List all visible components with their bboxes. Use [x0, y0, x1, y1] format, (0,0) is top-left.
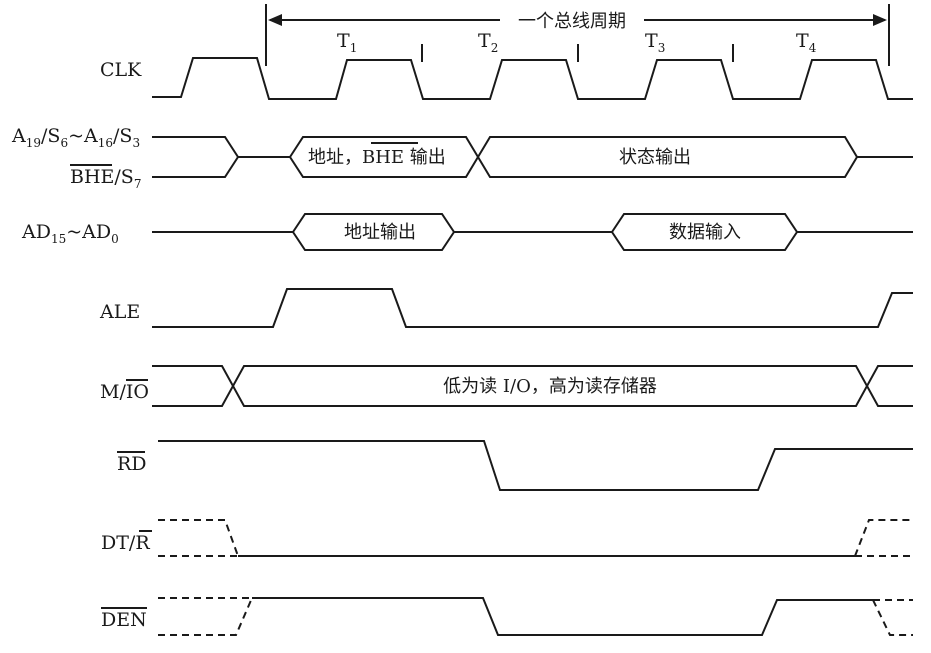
ad-bus-label: AD15~AD0 — [21, 221, 119, 246]
mio-label: M/IO — [100, 381, 149, 403]
cycle-arrow-right-head — [873, 14, 887, 26]
cycle-arrow-left-head — [268, 14, 282, 26]
dtr-label: DT/R — [101, 532, 150, 554]
period-t1: T1 — [337, 30, 357, 55]
ale-waveform — [152, 288, 913, 328]
bus-cycle-title: 一个总线周期 — [518, 11, 626, 32]
rd-waveform — [158, 440, 913, 491]
period-t4: T4 — [796, 30, 817, 55]
status-output-text: 状态输出 — [619, 147, 691, 168]
addr-bhe-out-text: 地址，BHE 输出 — [308, 147, 446, 168]
clk-label: CLK — [100, 59, 142, 81]
mio-waveform — [152, 365, 913, 407]
dtr-waveform — [158, 519, 913, 557]
period-t2: T2 — [478, 30, 498, 55]
bus-cycle-marker: 一个总线周期 — [265, 4, 890, 66]
bhe-overlined: BHE — [362, 147, 404, 168]
mio-description-text: 低为读 I/O，高为读存储器 — [443, 376, 657, 397]
data-input-text: 数据输入 — [669, 222, 741, 243]
den-label: DEN — [101, 609, 147, 631]
address-output-text: 地址输出 — [344, 222, 416, 243]
ale-label: ALE — [99, 301, 140, 323]
addr-status-label: A19/S6~A16/S3 — [11, 125, 140, 150]
t-state-separators — [421, 44, 734, 62]
addr-status-waveform — [152, 136, 913, 178]
bhe-s7-label: BHE/S7 — [70, 166, 141, 191]
period-t3: T3 — [645, 30, 665, 55]
ad-bus-waveform — [152, 213, 913, 251]
rd-label: RD — [117, 453, 147, 475]
clk-waveform — [152, 57, 913, 100]
den-waveform — [158, 597, 913, 636]
